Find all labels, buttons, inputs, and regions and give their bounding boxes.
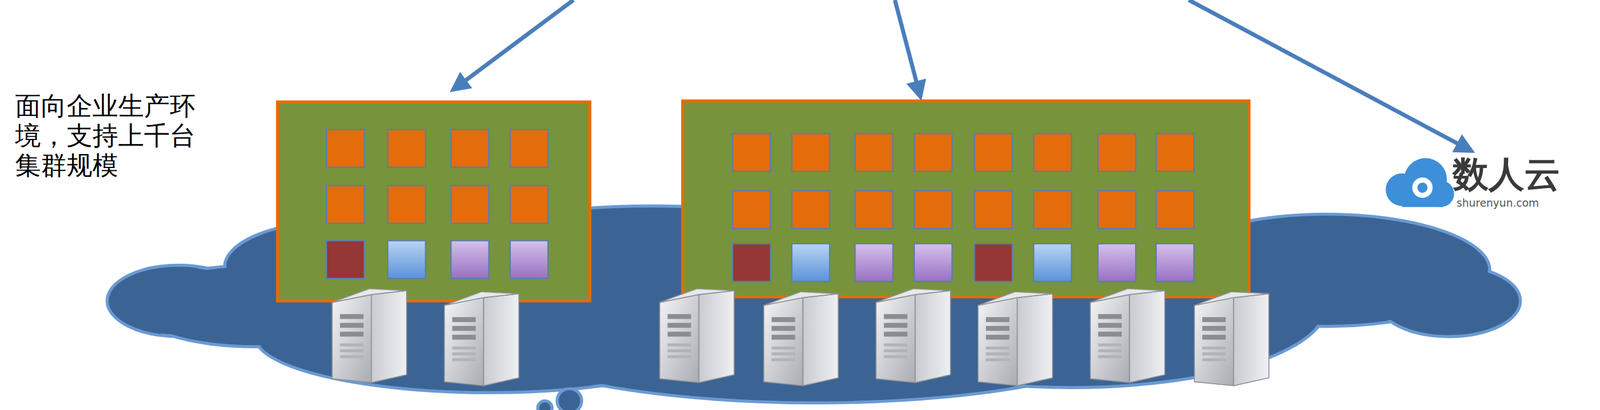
container-square [450, 185, 489, 223]
container-square [732, 243, 771, 282]
container-square [1156, 191, 1194, 229]
container-square [450, 129, 489, 167]
container-square [510, 240, 548, 279]
container-square [732, 133, 771, 172]
container-square [914, 243, 952, 282]
container-square [791, 133, 830, 172]
container-square [974, 243, 1012, 282]
server-icon [444, 291, 519, 386]
container-square [326, 129, 365, 167]
container-square [510, 185, 548, 223]
container-square [1156, 133, 1194, 172]
cloud-bubble [537, 401, 553, 410]
server-icons [332, 288, 1269, 386]
container-square [1156, 243, 1194, 282]
container-square [1033, 243, 1072, 282]
server-icon [1090, 288, 1165, 383]
container-square [326, 240, 365, 279]
container-square [510, 129, 548, 167]
container-square [974, 191, 1012, 229]
cloud-bubble [557, 388, 583, 410]
server-icon [978, 291, 1053, 386]
container-square [854, 191, 893, 229]
logo-url: shurenyun.com [1456, 197, 1539, 209]
container-square [387, 240, 426, 279]
container-square [1098, 133, 1136, 172]
container-square [914, 133, 952, 172]
server-icon [659, 288, 735, 383]
container-square [854, 133, 893, 172]
container-squares [326, 129, 1194, 282]
container-square [854, 243, 893, 282]
server-icon [763, 291, 839, 386]
container-square [791, 191, 830, 229]
cloud-lobe [1379, 267, 1519, 335]
container-square [732, 191, 771, 229]
logo-icon [1385, 157, 1455, 207]
container-square [387, 129, 426, 167]
container-square [974, 133, 1012, 172]
container-square [450, 240, 489, 279]
container-hosts [277, 100, 1249, 301]
server-icon [876, 288, 951, 383]
server-icon [1194, 291, 1269, 386]
container-square [326, 185, 365, 223]
server-icon [332, 288, 407, 383]
container-square [387, 185, 426, 223]
container-square [791, 243, 830, 282]
container-square [1098, 191, 1136, 229]
container-square [1098, 243, 1136, 282]
container-square [1033, 133, 1072, 172]
logo-text: 数人云 [1452, 154, 1561, 194]
container-square [1033, 191, 1072, 229]
note-text: 面向企业生产环境，支持上千台集群规模 [15, 91, 206, 181]
container-square [914, 191, 952, 229]
